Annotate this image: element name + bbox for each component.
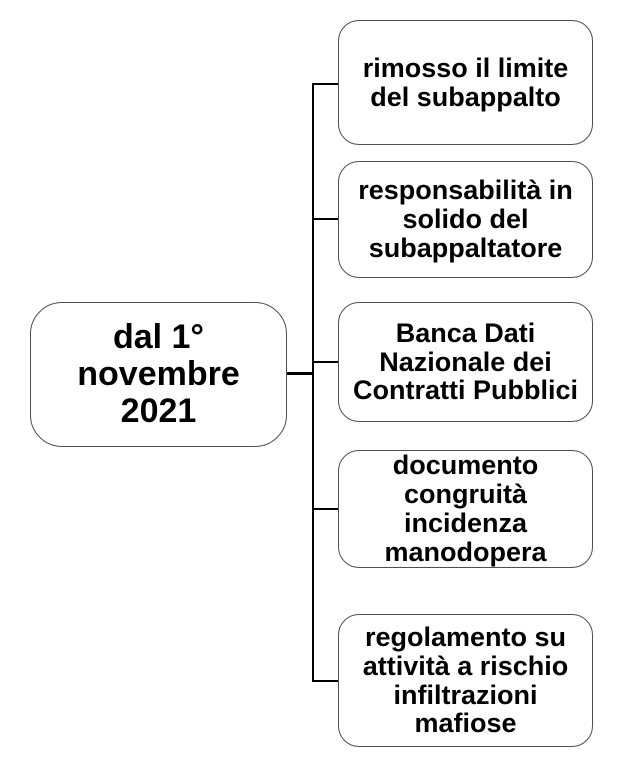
connector-branch-3 [312, 361, 338, 363]
root-node-label: dal 1° novembre 2021 [77, 318, 240, 430]
branch-node-1: rimosso il limite del subappalto [338, 20, 593, 145]
connector-branch-4 [312, 508, 338, 510]
branch-node-5-label: regolamento su attività a rischio infilt… [362, 621, 569, 739]
connector-branch-5 [312, 680, 338, 682]
branch-node-4-label: documento congruità incidenza manodopera [384, 450, 547, 567]
connector-trunk [312, 83, 314, 682]
root-node: dal 1° novembre 2021 [30, 302, 287, 447]
connector-root-stem [287, 372, 313, 375]
branch-node-2: responsabilità in solido del subappaltat… [338, 161, 593, 278]
branch-node-4: documento congruità incidenza manodopera [338, 450, 593, 568]
branch-node-3-label: Banca Dati Nazionale dei Contratti Pubbl… [353, 317, 578, 406]
branch-node-1-label: rimosso il limite del subappalto [362, 52, 569, 112]
branch-node-5: regolamento su attività a rischio infilt… [338, 614, 593, 747]
connector-branch-2 [312, 218, 338, 220]
connector-branch-1 [312, 83, 338, 85]
branch-node-2-label: responsabilità in solido del subappaltat… [358, 175, 573, 263]
branch-node-3: Banca Dati Nazionale dei Contratti Pubbl… [338, 302, 593, 422]
